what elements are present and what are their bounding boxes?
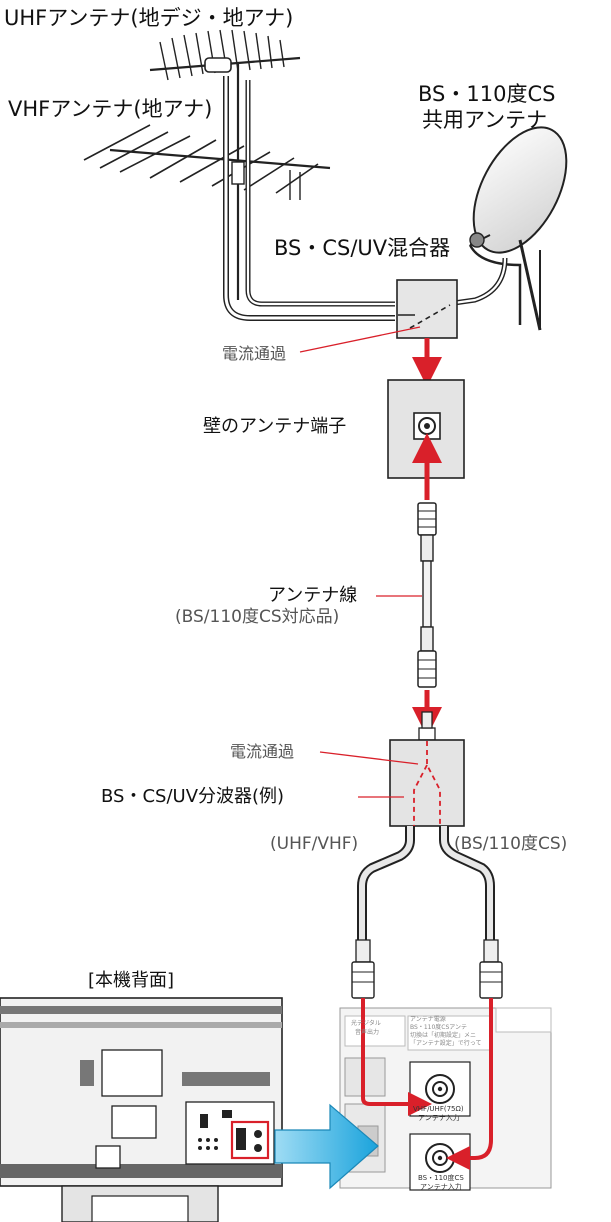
optical-out-label-1: 光デジタル [351,1020,381,1027]
rear-view-label: [本機背面] [88,970,175,991]
mixer-box-icon [396,279,458,339]
mixer-label: BS・CS/UV混合器 [274,236,451,260]
antenna-cable-label: アンテナ線 [268,585,358,606]
bs-dish-antenna-icon [468,126,568,331]
wall-terminal-label: 壁のアンテナ端子 [203,416,347,437]
coax-cable-icon [417,502,437,688]
optical-out-label-2: 音声出力 [355,1029,380,1036]
bs-input-label-2: アンテナ入力 [420,1183,462,1191]
tv-rear-view-icon [0,997,283,1222]
current-pass-label-1: 電流通過 [222,344,287,363]
bs-antenna-label-line2: 共用アンテナ [422,108,548,132]
vhf-wire-arrow [361,998,432,1116]
bs-wire-arrow [446,998,493,1170]
zoom-arrow-icon [274,1103,379,1190]
pointer-line-1 [299,326,421,353]
splitter-label: BS・CS/UV分波器(例) [101,786,285,807]
vhf-input-label-2: アンテナ入力 [418,1114,460,1122]
uhf-antenna-label: UHFアンテナ(地デジ・地アナ) [4,6,294,30]
antenna-cable-note: (BS/110度CS対応品) [175,607,340,627]
notice-line-1: アンテナ電源 [410,1016,446,1023]
bs-input-label-1: BS・110度CS [418,1174,464,1182]
notice-line-3: 切換は「初期設定」メニ [410,1032,477,1039]
bs-antenna-label-line1: BS・110度CS [418,82,556,106]
vhf-input-label-1: VHF/UHF(75Ω) [413,1105,464,1113]
split-cables-icon [351,826,503,999]
input-highlight-box [230,1120,270,1160]
splitter-box-icon [389,711,465,827]
current-pass-label-2: 電流通過 [230,742,295,761]
vhf-antenna-label: VHFアンテナ(地アナ) [8,97,213,121]
antenna-cable-icon [223,76,395,321]
notice-line-4: 「アンテナ設定」で行って [410,1040,482,1047]
split-bs-cs-label: (BS/110度CS) [454,834,568,854]
pointer-line-3 [319,751,419,765]
notice-line-2: BS・110度CSアンテ [410,1024,468,1031]
vhf-antenna-icon [83,124,331,200]
split-uhf-vhf-label: (UHF/VHF) [270,834,359,854]
